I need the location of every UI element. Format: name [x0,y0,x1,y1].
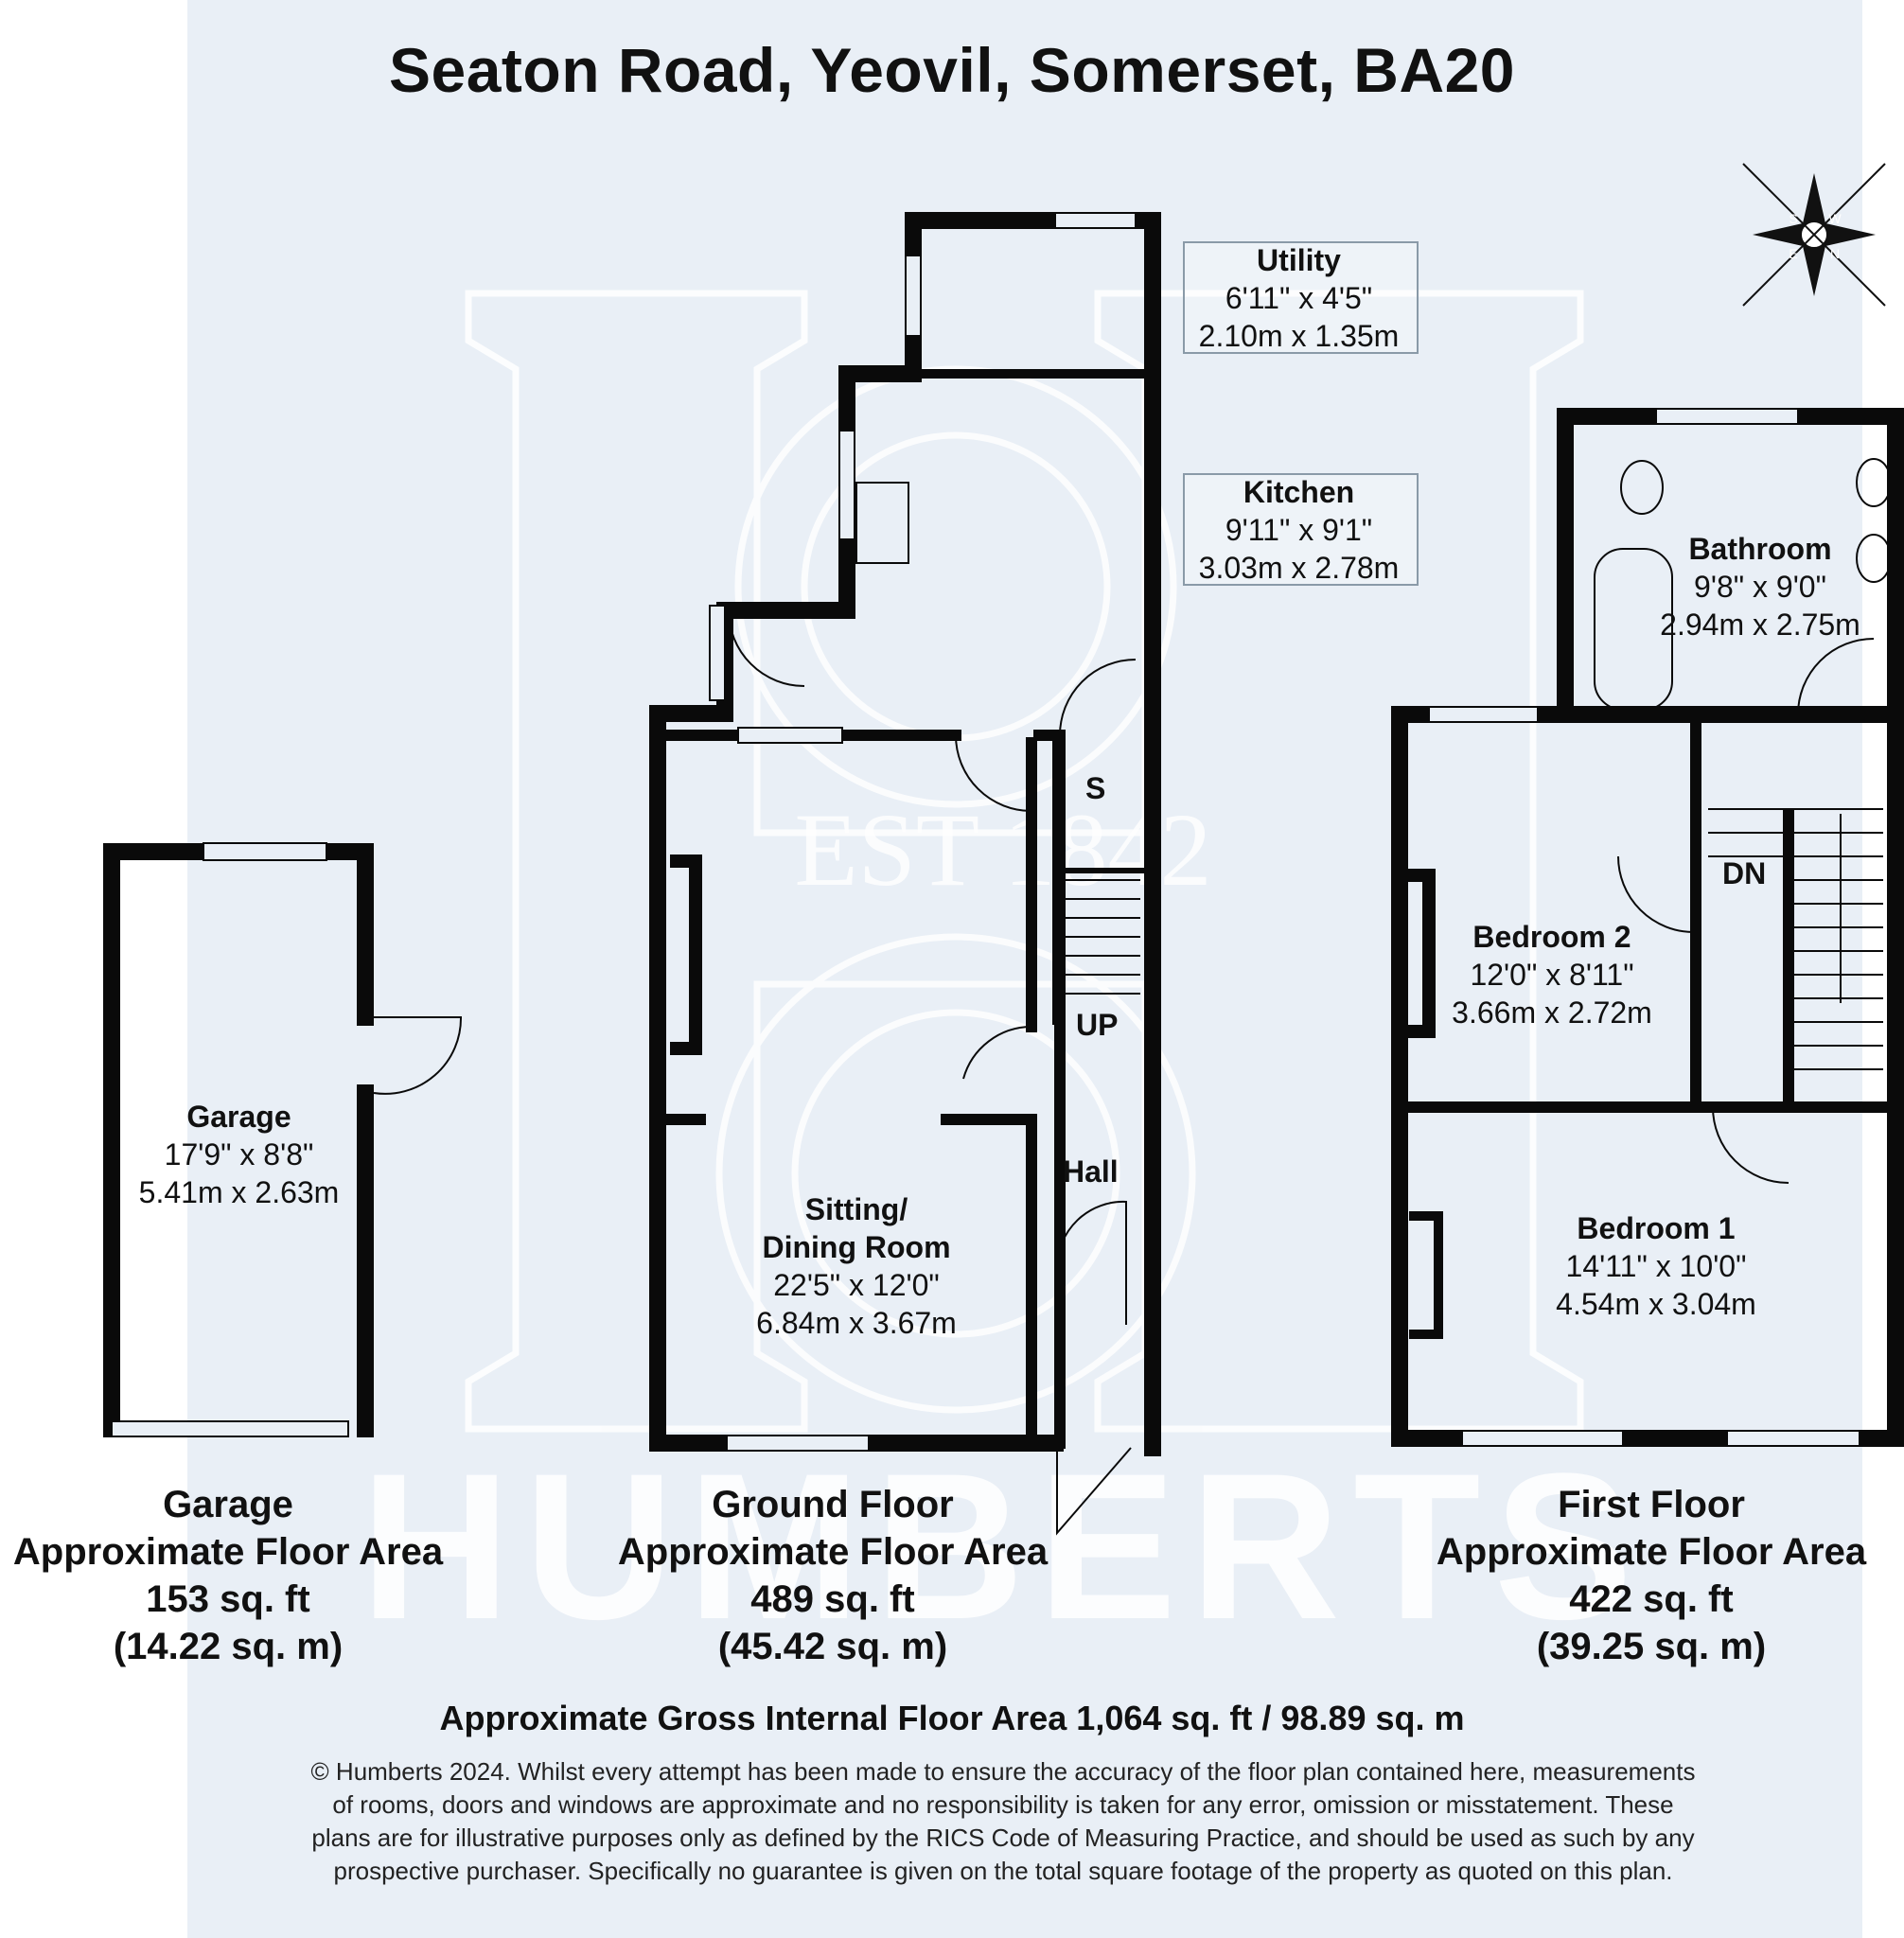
compass-letter-n: N [1830,246,1840,261]
bath [1594,548,1673,711]
compass-letter-w: W [1828,211,1842,226]
disclaimer-line-3: plans are for illustrative purposes only… [311,1823,1695,1852]
garage-label: Garage 17'9" x 8'8" 5.41m x 2.63m [123,1098,355,1211]
bedroom2-imperial: 12'0" x 8'11" [1470,958,1634,992]
bedroom2-window [1428,706,1539,723]
compass-letter-s: S [1789,211,1797,226]
ground-area-sqm: (45.42 sq. m) [717,1626,948,1667]
ground-area-name: Ground Floor [712,1484,954,1525]
bathroom-name: Bathroom [1688,532,1832,566]
kitchen-imperial: 9'11" x 9'1" [1225,513,1373,547]
kitchen-name: Kitchen [1243,475,1355,509]
up-marker: UP [1076,1008,1119,1042]
garage-window-top [203,842,327,861]
utility-metric: 2.10m x 1.35m [1198,319,1400,353]
toilet [1620,460,1664,515]
bedroom1-metric: 4.54m x 3.04m [1556,1287,1756,1321]
garage-door-swing [373,1016,463,1095]
first-area-sqft: 422 sq. ft [1569,1578,1734,1620]
watermark-h-outline [465,290,1584,1433]
bedroom1-window-left [1461,1430,1624,1447]
ground-area-sqft: 489 sq. ft [750,1578,915,1620]
bedroom1-name: Bedroom 1 [1577,1211,1736,1245]
utility-imperial: 6'11" x 4'5" [1225,281,1373,315]
ground-front-window [726,1435,870,1452]
utility-window [1054,212,1137,229]
page-title: Seaton Road, Yeovil, Somerset, BA20 [388,35,1516,105]
disclaimer-line-1: © Humberts 2024. Whilst every attempt ha… [310,1757,1696,1786]
ground-area-label: Approximate Floor Area [617,1531,1049,1573]
bedroom1-window-right [1726,1430,1860,1447]
basin-lower [1856,534,1892,583]
bedroom1-label: Bedroom 1 14'11" x 10'0" 4.54m x 3.04m [1533,1209,1779,1323]
garage-metric: 5.41m x 2.63m [138,1175,340,1209]
kitchen-label-box [1183,473,1419,586]
first-floor-area-summary: First Floor Approximate Floor Area 422 s… [1419,1481,1883,1670]
bathroom-label: Bathroom 9'8" x 9'0" 2.94m x 2.75m [1647,530,1874,643]
garage-imperial: 17'9" x 8'8" [164,1137,314,1172]
down-marker: DN [1722,856,1767,890]
garage-name: Garage [186,1100,291,1134]
sitting-name-line1: Sitting/ [804,1192,908,1226]
garage-area-label: Approximate Floor Area [12,1531,444,1573]
utility-label-box [1183,241,1419,354]
kitchen-sink [855,482,909,564]
bedroom2-name: Bedroom 2 [1472,920,1631,954]
bedroom2-label: Bedroom 2 12'0" x 8'11" 3.66m x 2.72m [1438,918,1666,1031]
bedroom1-imperial: 14'11" x 10'0" [1565,1249,1747,1283]
garage-area-name: Garage [163,1484,293,1525]
bathroom-imperial: 9'8" x 9'0" [1694,570,1826,604]
bathroom-window [1655,408,1799,425]
hall-label: Hall [1063,1154,1119,1189]
disclaimer-text: © Humberts 2024. Whilst every attempt ha… [246,1755,1760,1888]
ground-floor-area-summary: Ground Floor Approximate Floor Area 489 … [606,1481,1060,1670]
first-area-label: Approximate Floor Area [1436,1531,1867,1573]
disclaimer-line-2: of rooms, doors and windows are approxim… [332,1790,1674,1819]
basin-upper [1856,458,1892,507]
first-area-sqm: (39.25 sq. m) [1536,1626,1767,1667]
compass-letter-e: E [1789,246,1797,261]
sitting-dining-label: Sitting/ Dining Room 22'5" x 12'0" 6.84m… [729,1190,984,1342]
utility-name: Utility [1257,243,1341,277]
garage-door-bottom [111,1420,349,1437]
bedroom2-metric: 3.66m x 2.72m [1452,995,1652,1030]
first-area-name: First Floor [1558,1484,1745,1525]
garage-area-sqft: 153 sq. ft [146,1578,310,1620]
watermark-peacock-bottom [715,933,1196,1414]
disclaimer-line-4: prospective purchaser. Specifically no g… [333,1857,1673,1885]
first-floor-walls [1391,408,1904,1447]
garage-area-summary: Garage Approximate Floor Area 153 sq. ft… [0,1481,456,1670]
compass-icon: S W E N [1742,163,1886,307]
garage-area-sqm: (14.22 sq. m) [113,1626,344,1667]
watermark-brand: HUMBERTS [361,1430,1647,1663]
sitting-imperial: 22'5" x 12'0" [773,1268,940,1302]
sitting-metric: 6.84m x 3.67m [756,1306,957,1340]
kitchen-metric: 3.03m x 2.78m [1198,551,1400,585]
sitting-name-line2: Dining Room [762,1230,951,1264]
store-marker: S [1085,771,1106,805]
bathroom-metric: 2.94m x 2.75m [1660,608,1860,642]
kitchen-label: Kitchen 9'11" x 9'1" 3.03m x 2.78m [1183,473,1415,587]
utility-label: Utility 6'11" x 4'5" 2.10m x 1.35m [1183,241,1415,355]
gross-internal-area: Approximate Gross Internal Floor Area 1,… [439,1699,1465,1737]
watermark-est: EST 1842 [794,792,1211,907]
